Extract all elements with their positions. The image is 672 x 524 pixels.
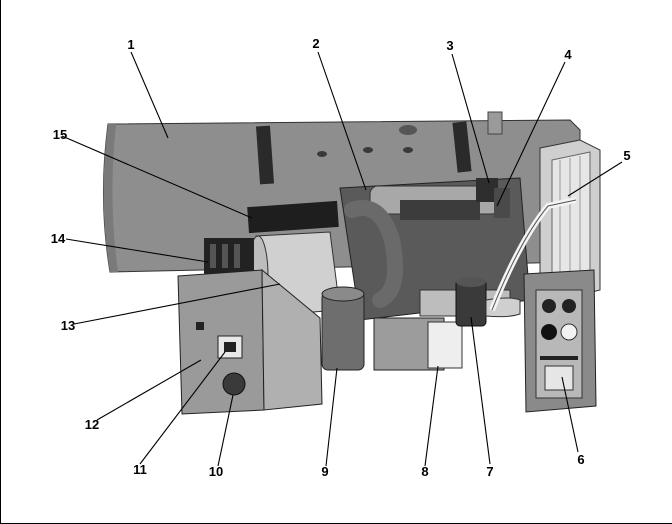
- callout-10: 10: [209, 464, 223, 479]
- leader-line-3: [451, 53, 490, 184]
- callout-1: 1: [127, 37, 134, 52]
- leader-line-6: [561, 376, 579, 453]
- control-box: [177, 268, 323, 415]
- callout-12: 12: [85, 417, 99, 432]
- leader-line-9: [325, 367, 338, 467]
- callout-6: 6: [577, 452, 584, 467]
- leader-line-2: [317, 51, 367, 191]
- callout-11: 11: [133, 462, 147, 477]
- callout-2: 2: [312, 36, 319, 51]
- callout-4: 4: [564, 47, 572, 62]
- leader-line-11: [139, 351, 226, 465]
- leader-line-13: [73, 283, 281, 325]
- leader-line-4: [496, 61, 566, 207]
- leader-line-12: [96, 359, 202, 421]
- leader-line-14: [65, 238, 209, 263]
- instrument-panel: [523, 269, 597, 413]
- leader-line-10: [217, 394, 234, 467]
- callout-13: 13: [61, 318, 75, 333]
- callout-7: 7: [486, 464, 493, 479]
- leader-line-15: [61, 135, 253, 219]
- terminal-block: [204, 238, 254, 274]
- callout-8: 8: [421, 464, 428, 479]
- leader-line-5: [567, 161, 623, 197]
- bracket: [247, 200, 339, 234]
- leader-line-8: [424, 365, 439, 467]
- callout-3: 3: [446, 38, 453, 53]
- callout-15: 15: [53, 127, 67, 142]
- coolant-reservoir: [373, 317, 463, 371]
- radiator: [539, 139, 601, 301]
- callout-14: 14: [51, 231, 66, 246]
- injector-pump: [476, 178, 510, 218]
- callout-9: 9: [321, 464, 328, 479]
- callout-5: 5: [623, 148, 630, 163]
- air-filter: [321, 286, 365, 371]
- leader-line-7: [470, 316, 491, 465]
- leader-line-1: [130, 51, 169, 139]
